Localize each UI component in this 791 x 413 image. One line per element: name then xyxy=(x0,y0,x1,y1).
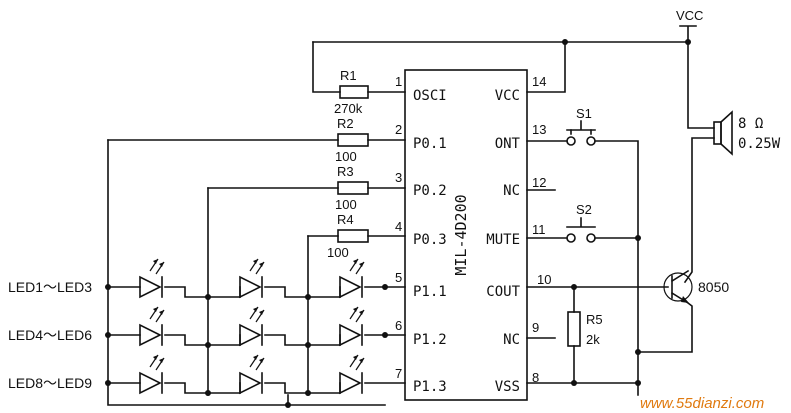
pin-number-12: 12 xyxy=(532,175,546,190)
led-icon xyxy=(239,258,265,299)
r3-resistor xyxy=(337,181,369,195)
r4-value: 100 xyxy=(327,245,349,260)
led-icon xyxy=(339,306,365,347)
r1-loop: R1 270k xyxy=(312,39,689,116)
pin-number-2: 2 xyxy=(395,122,402,137)
pin-name-vcc: VCC xyxy=(495,88,520,104)
pin-number-11: 11 xyxy=(532,222,546,237)
transistor-label: 8050 xyxy=(698,279,729,295)
ic-part-label: MIL-4D200 xyxy=(452,194,470,275)
led-icon xyxy=(239,354,265,395)
led-icon xyxy=(339,354,365,395)
led-icon xyxy=(139,306,165,347)
pin-name-osci: OSCI xyxy=(413,88,447,104)
r3-ref: R3 xyxy=(337,164,354,179)
r3-value: 100 xyxy=(335,197,357,212)
r4-resistor xyxy=(337,229,369,243)
pin-name-mute: MUTE xyxy=(486,232,520,248)
r5-ref: R5 xyxy=(586,312,603,327)
pin-name-p12: P1.2 xyxy=(413,332,447,348)
ic-chip: MIL-4D200 OSCI P0.1 P0.2 P0.3 P1.1 P1.2 … xyxy=(395,69,556,401)
led-group-label-3: LED8～LED9 xyxy=(8,375,92,391)
led-icon xyxy=(339,258,365,299)
pin-name-nc-12: NC xyxy=(503,183,520,199)
pin-number-3: 3 xyxy=(395,170,402,185)
r2-ref: R2 xyxy=(337,116,354,131)
watermark: www.55dianzi.com xyxy=(640,395,764,412)
pin-name-p01: P0.1 xyxy=(413,136,447,152)
pin-name-ont: ONT xyxy=(495,136,521,152)
r2-resistor xyxy=(337,133,369,147)
junction-top-bus xyxy=(562,39,568,45)
r2-value: 100 xyxy=(335,149,357,164)
switch-s2: S2 xyxy=(526,202,641,243)
led-icon xyxy=(139,354,165,395)
r4-ref: R4 xyxy=(337,212,354,227)
speaker: 8 Ω 0.25W xyxy=(683,110,781,284)
pin-number-5: 5 xyxy=(395,270,402,285)
r5-value: 2k xyxy=(586,332,600,347)
r1-value: 270k xyxy=(334,101,363,116)
pin-name-p03: P0.3 xyxy=(413,232,447,248)
pin-name-cout: COUT xyxy=(486,284,520,300)
output-stage: R5 2k 8050 xyxy=(526,269,729,386)
pin-name-p02: P0.2 xyxy=(413,183,447,199)
pin-number-1: 1 xyxy=(395,74,402,89)
led-icon xyxy=(139,258,165,299)
s1-label: S1 xyxy=(576,106,592,121)
vcc-terminal: VCC xyxy=(676,8,715,129)
speaker-icon xyxy=(713,121,722,145)
switch-s1: S1 xyxy=(526,106,639,396)
r5-resistor xyxy=(567,311,581,347)
transistor-8050-icon xyxy=(663,272,693,302)
led-icon xyxy=(239,306,265,347)
led-group-label-2: LED4～LED6 xyxy=(8,327,92,343)
pin-number-7: 7 xyxy=(395,366,402,381)
speaker-impedance: 8 Ω xyxy=(738,116,763,132)
resistors-left: R2 100 R3 100 R4 100 xyxy=(107,116,406,260)
pin-number-6: 6 xyxy=(395,318,402,333)
ic-body xyxy=(404,69,528,401)
s2-label: S2 xyxy=(576,202,592,217)
pin-number-14: 14 xyxy=(532,74,546,89)
pin-number-10: 10 xyxy=(537,272,551,287)
r1-resistor xyxy=(339,85,369,99)
pin-number-9: 9 xyxy=(532,320,539,335)
pin-name-p13: P1.3 xyxy=(413,379,447,395)
pin-name-nc-9: NC xyxy=(503,332,520,348)
pin-number-8: 8 xyxy=(532,370,539,385)
vcc-label: VCC xyxy=(676,8,703,23)
pin-name-vss: VSS xyxy=(495,379,520,395)
led-group-label-1: LED1～LED3 xyxy=(8,279,92,295)
r1-ref: R1 xyxy=(340,68,357,83)
speaker-power: 0.25W xyxy=(738,136,781,152)
column-buses xyxy=(107,139,386,408)
pin-number-13: 13 xyxy=(532,122,546,137)
pin-name-p11: P1.1 xyxy=(413,284,447,300)
led-matrix: LED1～LED3 LED4～LED6 LED8～LED9 xyxy=(8,258,406,396)
pin-number-4: 4 xyxy=(395,219,402,234)
